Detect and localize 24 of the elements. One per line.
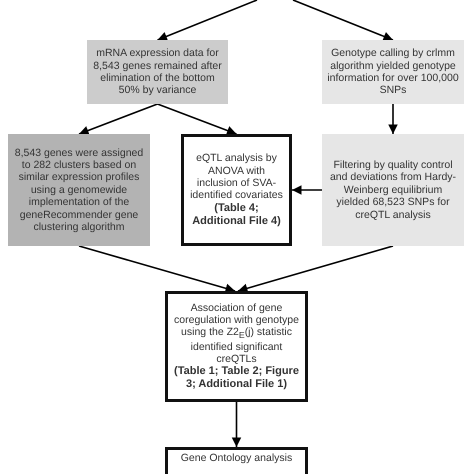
step-text: Filtering by quality control and deviations from Hardy-Weinberg equilibrium yielded 68,523 SNPs for creQTL analysis	[328, 159, 458, 221]
step-text: 8,543 genes were assigned to 282 clusters based on similar expression profiles using a genomewide implementation of the geneRecommender gene clustering algorithm	[14, 146, 144, 234]
step-text: Gene Ontology analysis	[180, 452, 292, 464]
process-box	[322, 134, 464, 246]
arrow	[232, 402, 242, 447]
reference-text: (Table 1; Table 2; Figure 3; Additional File 1)	[173, 365, 300, 392]
process-box	[87, 40, 228, 104]
step-text: Association of gene coregulation with genotype using the Z2$_{E}$(j) statistic identified significant creQTLs	[173, 302, 300, 366]
step-text: Genotype calling by crlmm algorithm yielded genotype information for over 100,000 SNPs	[326, 47, 460, 97]
arrow	[157, 0, 258, 41]
arrow	[292, 185, 322, 195]
arrow	[157, 103, 237, 136]
reference-text: (Table 4; Additional File 4)	[191, 202, 282, 228]
step-text: mRNA expression data for 8,543 genes remained after elimination of the bottom 50% by variance	[92, 47, 223, 97]
arrow	[388, 104, 398, 134]
step-text: eQTL analysis by ANOVA with inclusion of SVA-identified covariates	[189, 152, 284, 202]
arrow	[78, 245, 236, 293]
arrow	[78, 103, 158, 136]
arrow	[238, 245, 394, 293]
result-box	[165, 291, 308, 402]
process-box	[322, 40, 464, 104]
process-box	[8, 134, 150, 246]
arrow	[292, 0, 394, 41]
result-box	[181, 134, 292, 246]
